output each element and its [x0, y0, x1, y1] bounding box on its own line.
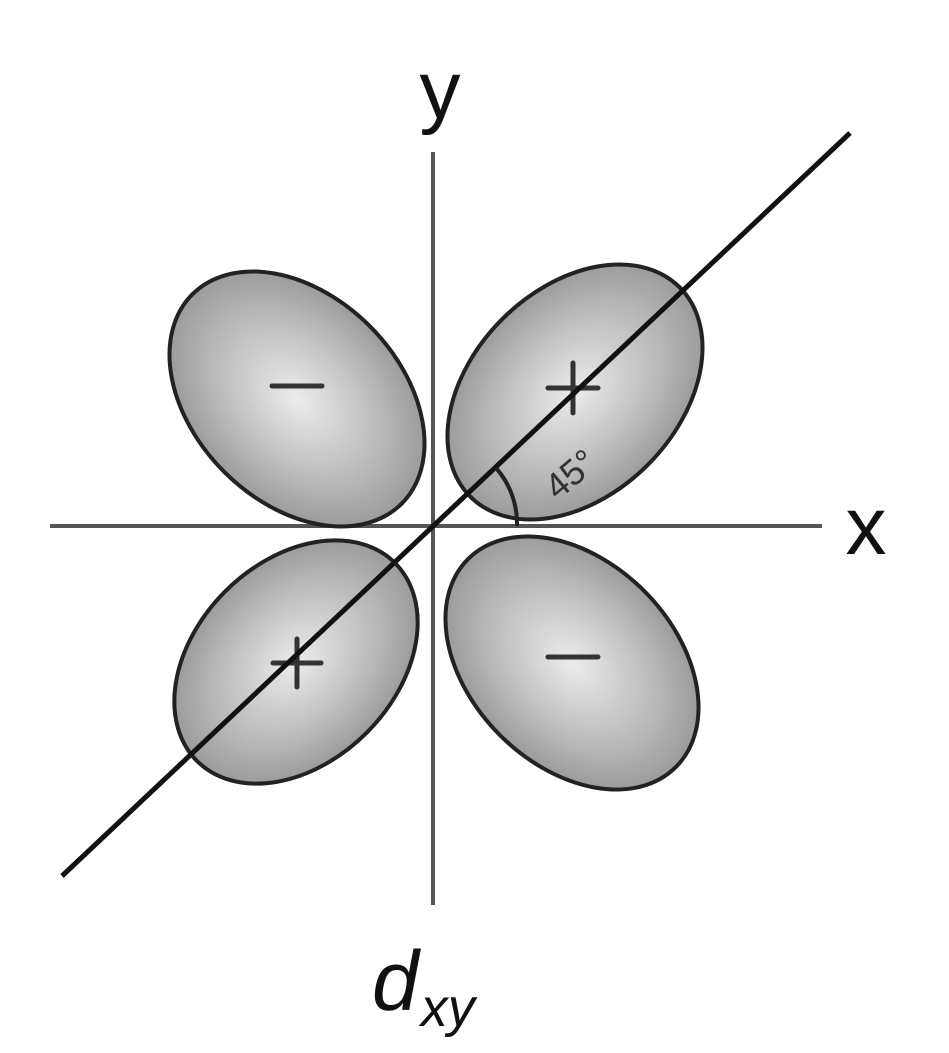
orbital-subscript: xy	[418, 978, 478, 1038]
orbital-symbol: d	[372, 934, 421, 1028]
lobe-lower-right	[443, 534, 701, 792]
lobe-upper-left	[167, 269, 427, 529]
orbital-title: dxy	[372, 934, 478, 1038]
diagonal-line	[60, 131, 852, 878]
plus-sign-lower-left	[270, 636, 324, 690]
x-axis-label: x	[846, 481, 887, 572]
plus-sign-upper-right	[545, 360, 601, 416]
y-axis-label: y	[420, 45, 461, 136]
angle-arc	[494, 466, 520, 527]
